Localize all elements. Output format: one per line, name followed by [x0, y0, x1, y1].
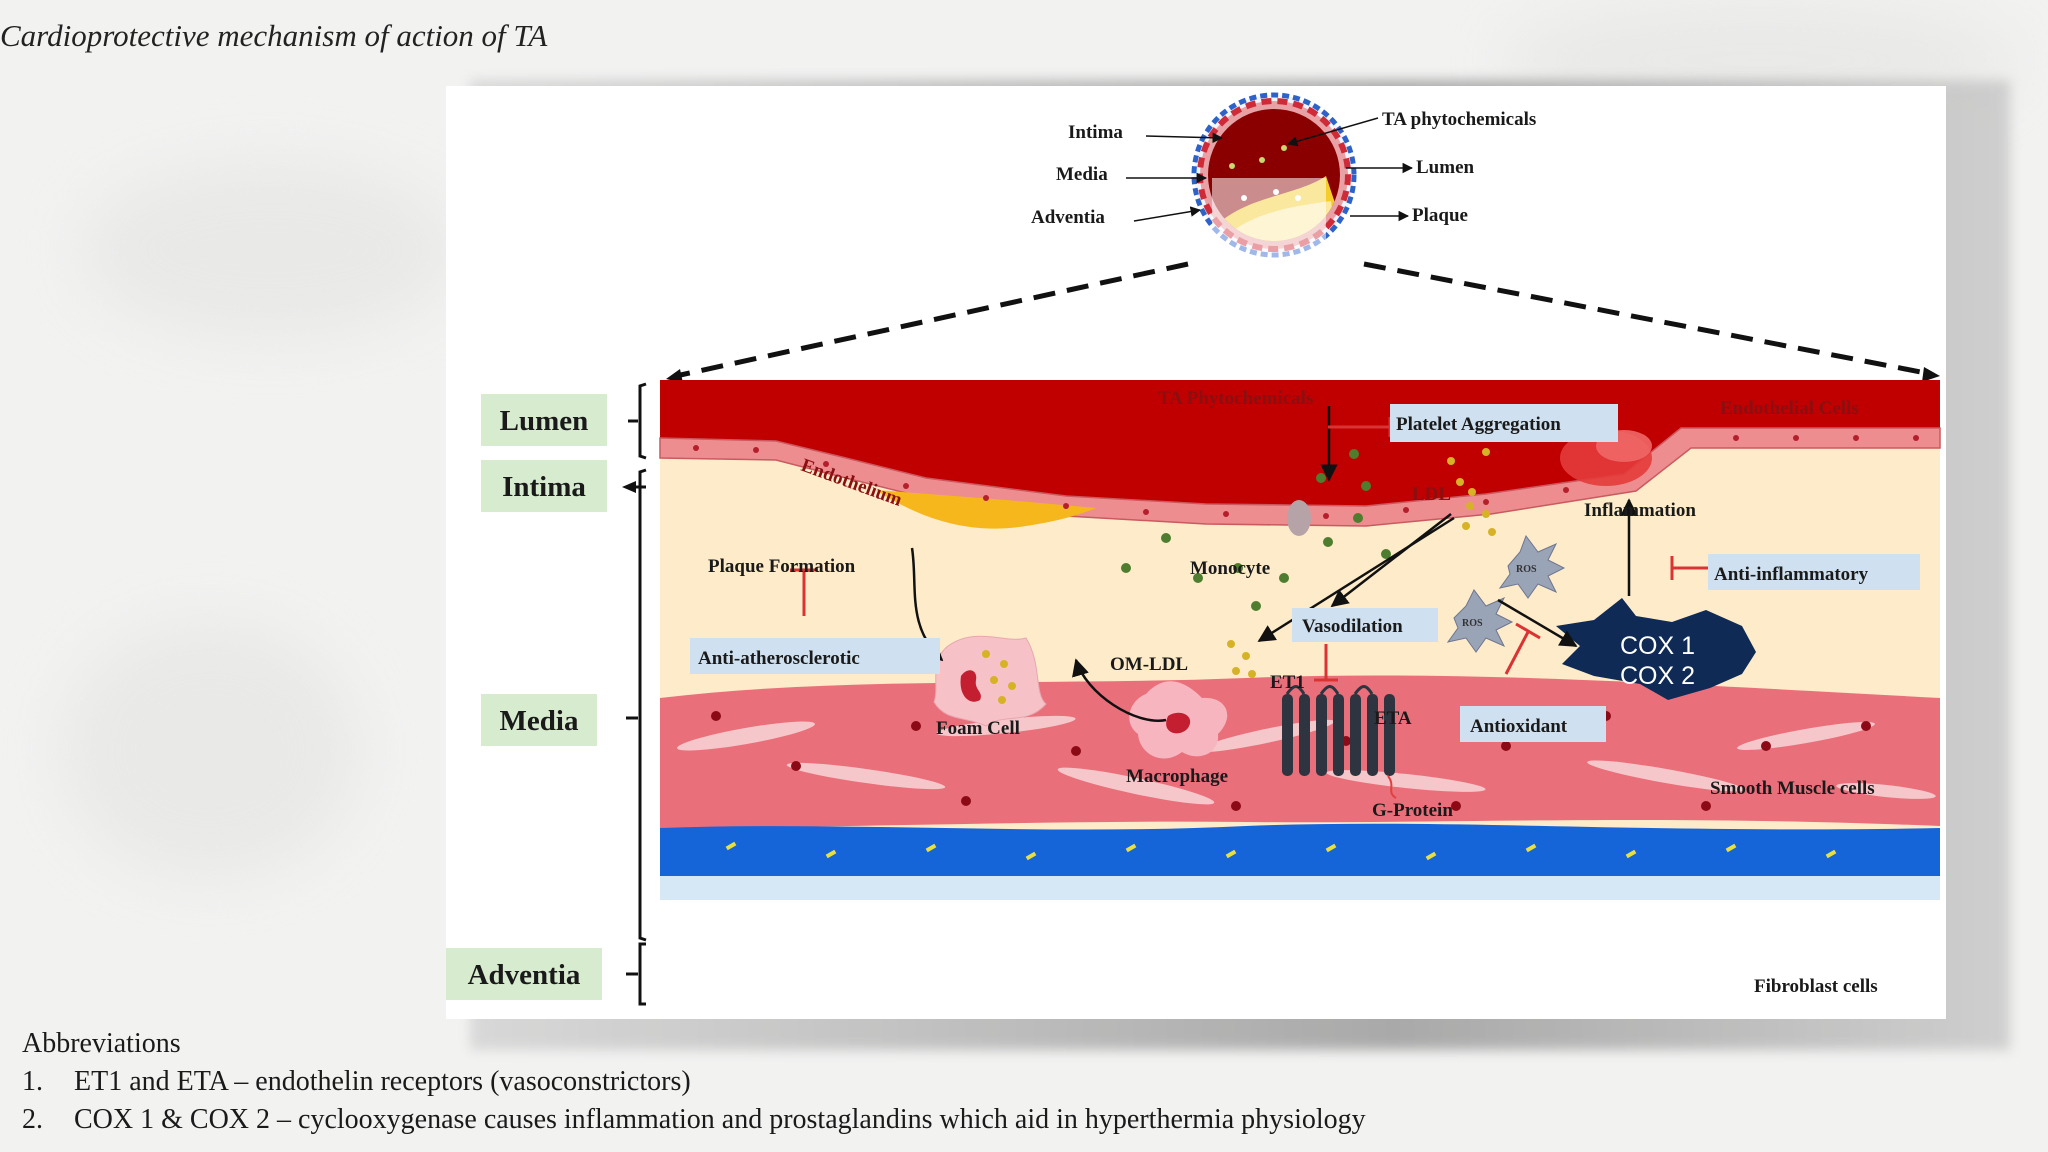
platelet-aggregation-label: Platelet Aggregation — [1396, 414, 1561, 435]
monocyte-label: Monocyte — [1190, 558, 1270, 579]
plaque-formation-label: Plaque Formation — [708, 556, 856, 577]
cox-star: COX 1 COX 2 — [1556, 598, 1756, 700]
layer-adventia-label: Adventia — [468, 959, 581, 991]
label-plaque: Plaque — [1412, 205, 1468, 226]
zoom-dashed-lines — [675, 261, 1932, 379]
anti-inflammatory-label: Anti-inflammatory — [1714, 564, 1869, 585]
label-media-small: Media — [1056, 164, 1108, 185]
smooth-muscle-label: Smooth Muscle cells — [1710, 778, 1875, 799]
ldl-label: LDL — [1412, 484, 1451, 505]
mechanism-label-boxes — [690, 404, 1920, 742]
cox2-label: COX 2 — [1620, 662, 1695, 690]
ros-cluster: ROS ROS — [1446, 534, 1566, 653]
anti-atherosclerotic-label: Anti-atherosclerotic — [698, 648, 860, 669]
slide-title: Cardioprotective mechanism of action of … — [0, 18, 548, 53]
layer-brackets — [626, 382, 647, 1006]
abbreviations-heading: Abbreviations — [22, 1028, 181, 1059]
foam-cell — [933, 635, 1047, 727]
om-ldl-label: OM-LDL — [1110, 654, 1188, 675]
phytochemical-particles — [1121, 449, 1391, 611]
endothelial-cells-label: Endothelial Cells — [1720, 398, 1859, 419]
g-protein-receptor — [1282, 685, 1397, 799]
ldl-particles — [1227, 448, 1496, 678]
inflammation-label: Inflammation — [1584, 500, 1696, 521]
antioxidant-label: Antioxidant — [1470, 716, 1568, 737]
background-smear — [80, 160, 460, 340]
abbreviation-number: 2. — [22, 1104, 43, 1135]
layer-lumen-label: Lumen — [500, 405, 589, 437]
ta-phyto-label: TA Phytochemicals — [1158, 388, 1313, 409]
abbreviation-item: 2. COX 1 & COX 2 – cyclooxygenase causes … — [22, 1101, 1366, 1139]
ros-label-1: ROS — [1462, 618, 1483, 629]
layer-label-boxes: Lumen Intima Media Adventia — [446, 394, 607, 1000]
eta-label: ETA — [1374, 708, 1412, 729]
layer-intima-label: Intima — [502, 471, 586, 503]
g-protein-label: G-Protein — [1372, 800, 1453, 821]
label-lumen-small: Lumen — [1416, 157, 1475, 178]
background-smear — [60, 620, 360, 880]
abbreviations-block: Abbreviations 1. ET1 and ETA – endothelin… — [22, 1025, 1366, 1139]
abbreviation-text: ET1 and ETA – endothelin receptors (vaso… — [74, 1066, 691, 1097]
foam-cell-label: Foam Cell — [936, 718, 1020, 739]
label-adventia-small: Adventia — [1031, 207, 1105, 228]
et1-label: ET1 — [1270, 672, 1305, 693]
abbreviation-text: COX 1 & COX 2 – cyclooxygenase causes in… — [74, 1104, 1366, 1135]
mechanism-figure: Intima Media Adventia TA phytochemicals … — [446, 86, 1946, 1019]
fibroblast-label: Fibroblast cells — [1754, 976, 1878, 997]
layer-media-label: Media — [500, 705, 579, 737]
label-ta-phytochemicals: TA phytochemicals — [1382, 109, 1536, 130]
vasodilation-label: Vasodilation — [1302, 616, 1403, 637]
macrophage — [1129, 681, 1228, 759]
vessel-cross-section — [1191, 92, 1357, 270]
abbreviation-number: 1. — [22, 1066, 43, 1097]
ros-label-2: ROS — [1516, 564, 1537, 575]
cox1-label: COX 1 — [1620, 632, 1695, 660]
abbreviation-item: 1. ET1 and ETA – endothelin receptors (va… — [22, 1063, 1366, 1101]
macrophage-label: Macrophage — [1126, 766, 1228, 787]
label-intima-small: Intima — [1068, 122, 1123, 143]
